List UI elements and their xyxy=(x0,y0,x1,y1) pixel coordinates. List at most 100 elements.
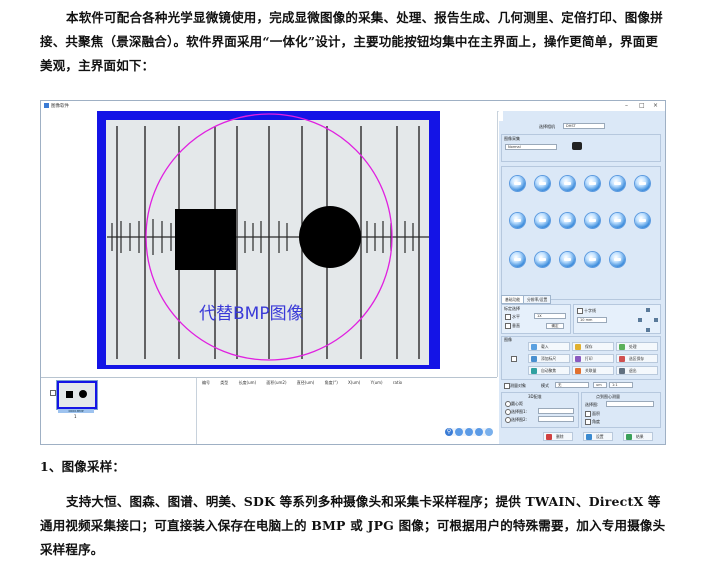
op-process-button[interactable]: 处理 xyxy=(616,342,658,351)
ctrl-button-14[interactable] xyxy=(535,252,550,267)
ctrl-button-13[interactable] xyxy=(510,252,525,267)
autofocus-icon xyxy=(531,368,537,374)
calibration-apply-button[interactable]: 确定 xyxy=(546,323,564,329)
ctrl-button-12[interactable] xyxy=(635,213,650,228)
ctrl-button-3[interactable] xyxy=(560,176,575,191)
zoom-reset-icon[interactable] xyxy=(485,428,493,436)
calibration-select[interactable]: 1X xyxy=(534,313,566,319)
op-exit-button[interactable]: 退出 xyxy=(616,366,658,375)
ctrl-button-15[interactable] xyxy=(560,252,575,267)
op-link-label: 关联量 xyxy=(585,368,597,373)
crosshair-size-select[interactable]: 10 mm xyxy=(577,317,607,323)
control-button-grid xyxy=(501,166,661,300)
arrow-left-icon[interactable] xyxy=(638,318,642,322)
sidebar-scroll-marker xyxy=(499,111,503,121)
delete-label: 删除 xyxy=(556,434,564,439)
point-select-field[interactable] xyxy=(606,401,654,407)
measure-checkbox[interactable] xyxy=(504,383,510,389)
point-measure-group: 点到图心测量 选择图: 面积 角度 xyxy=(581,392,661,428)
ctrl-button-8[interactable] xyxy=(535,213,550,228)
ctrl-button-4[interactable] xyxy=(585,176,600,191)
select-image-1-field[interactable] xyxy=(538,408,574,414)
op-autofocus-label: 自动聚焦 xyxy=(541,368,557,373)
angle-checkbox[interactable] xyxy=(585,419,591,425)
calibration-label: 标定选择 xyxy=(504,306,520,311)
select-image-2-field[interactable] xyxy=(538,416,574,422)
camera-icon[interactable] xyxy=(572,142,582,150)
camera-select[interactable]: DHST xyxy=(563,123,605,129)
ctrl-button-5[interactable] xyxy=(610,176,625,191)
operations-checkbox[interactable] xyxy=(511,356,517,362)
point-select-label: 选择图: xyxy=(585,402,599,407)
print-icon xyxy=(575,356,581,362)
section-body: 支持大恒、图森、图谱、明美、SDK 等系列多种摄像头和采集卡采样程序；提供 TW… xyxy=(40,494,666,557)
zoom-in-icon[interactable] xyxy=(455,428,463,436)
ctrl-button-2[interactable] xyxy=(535,176,550,191)
zoom-out-icon[interactable] xyxy=(465,428,473,436)
thumbnail-item[interactable] xyxy=(56,380,98,410)
app-window: 图像软件 – □ × xyxy=(40,100,666,445)
tab-bar: 基础功能 分辨率/设置 xyxy=(501,295,661,304)
op-exit-label: 退出 xyxy=(629,368,637,373)
image-viewer[interactable]: 代替BMP图像 xyxy=(41,111,498,377)
measure-mode-select[interactable]: 无 xyxy=(555,382,589,388)
thumbnail-caption: 0000.BMP xyxy=(58,409,94,413)
capture-group: 图像采集 Normal xyxy=(501,134,661,162)
center-distance-label: 圆心距 xyxy=(511,401,523,406)
op-print-label: 打印 xyxy=(585,356,593,361)
crosshair-label: 十字线 xyxy=(584,308,596,313)
op-ruler-button[interactable]: 添加标尺 xyxy=(528,354,570,363)
select-image-2-radio[interactable] xyxy=(505,417,511,423)
ruler-icon xyxy=(531,356,537,362)
ctrl-button-7[interactable] xyxy=(510,213,525,228)
close-button[interactable]: × xyxy=(653,102,659,109)
ctrl-button-9[interactable] xyxy=(560,213,575,228)
horizontal-checkbox[interactable] xyxy=(505,314,511,320)
measure-mode-label: 模式 xyxy=(541,383,549,388)
angle-label: 角度 xyxy=(592,419,600,424)
arrow-right-icon[interactable] xyxy=(654,318,658,322)
tab-resolution[interactable]: 分辨率/设置 xyxy=(523,295,552,304)
ctrl-button-11[interactable] xyxy=(610,213,625,228)
result-icon xyxy=(626,434,632,440)
select-image-1-radio[interactable] xyxy=(505,409,511,415)
area-checkbox[interactable] xyxy=(585,411,591,417)
ctrl-button-17[interactable] xyxy=(610,252,625,267)
delete-button[interactable]: 删除 xyxy=(543,432,573,441)
microscope-image xyxy=(97,111,440,369)
thumbnail-checkbox[interactable] xyxy=(50,390,56,396)
arrow-up-icon[interactable] xyxy=(646,308,650,312)
result-button[interactable]: 结果 xyxy=(623,432,653,441)
load-icon xyxy=(531,344,537,350)
capture-mode-select[interactable]: Normal xyxy=(505,144,557,150)
vertical-checkbox[interactable] xyxy=(505,323,511,329)
settings-button[interactable]: 设置 xyxy=(583,432,613,441)
maximize-button[interactable]: □ xyxy=(639,102,645,109)
measure-unit-select[interactable]: um xyxy=(593,382,607,388)
crosshair-checkbox[interactable] xyxy=(577,308,583,314)
ctrl-button-16[interactable] xyxy=(585,252,600,267)
thumbnail-index: 1 xyxy=(74,414,77,419)
ctrl-button-1[interactable] xyxy=(510,176,525,191)
section-heading: 1、图像采样： xyxy=(40,459,126,474)
zoom-fit-icon[interactable] xyxy=(475,428,483,436)
op-link-button[interactable]: 关联量 xyxy=(572,366,614,375)
direction-pad[interactable] xyxy=(638,308,658,332)
ctrl-button-6[interactable] xyxy=(635,176,650,191)
tab-basic[interactable]: 基础功能 xyxy=(501,295,525,304)
op-autofocus-button[interactable]: 自动聚焦 xyxy=(528,366,570,375)
ratio-field[interactable]: 1:1 xyxy=(609,382,633,388)
center-distance-radio[interactable] xyxy=(505,401,511,407)
zoom-search-icon[interactable]: ⚲ xyxy=(445,428,453,436)
horizontal-label: 水平 xyxy=(512,314,520,319)
minimize-button[interactable]: – xyxy=(625,102,628,109)
arrow-down-icon[interactable] xyxy=(646,328,650,332)
op-region-save-button[interactable]: 选区保存 xyxy=(616,354,658,363)
exit-icon xyxy=(619,368,625,374)
ctrl-button-10[interactable] xyxy=(585,213,600,228)
op-print-button[interactable]: 打印 xyxy=(572,354,614,363)
op-load-button[interactable]: 载入 xyxy=(528,342,570,351)
op-save-button[interactable]: 保存 xyxy=(572,342,614,351)
col-y: Y(um) xyxy=(370,380,383,385)
calib-3d-group: 3D配准 圆心距 选择图1: 选择图2: xyxy=(501,392,579,428)
